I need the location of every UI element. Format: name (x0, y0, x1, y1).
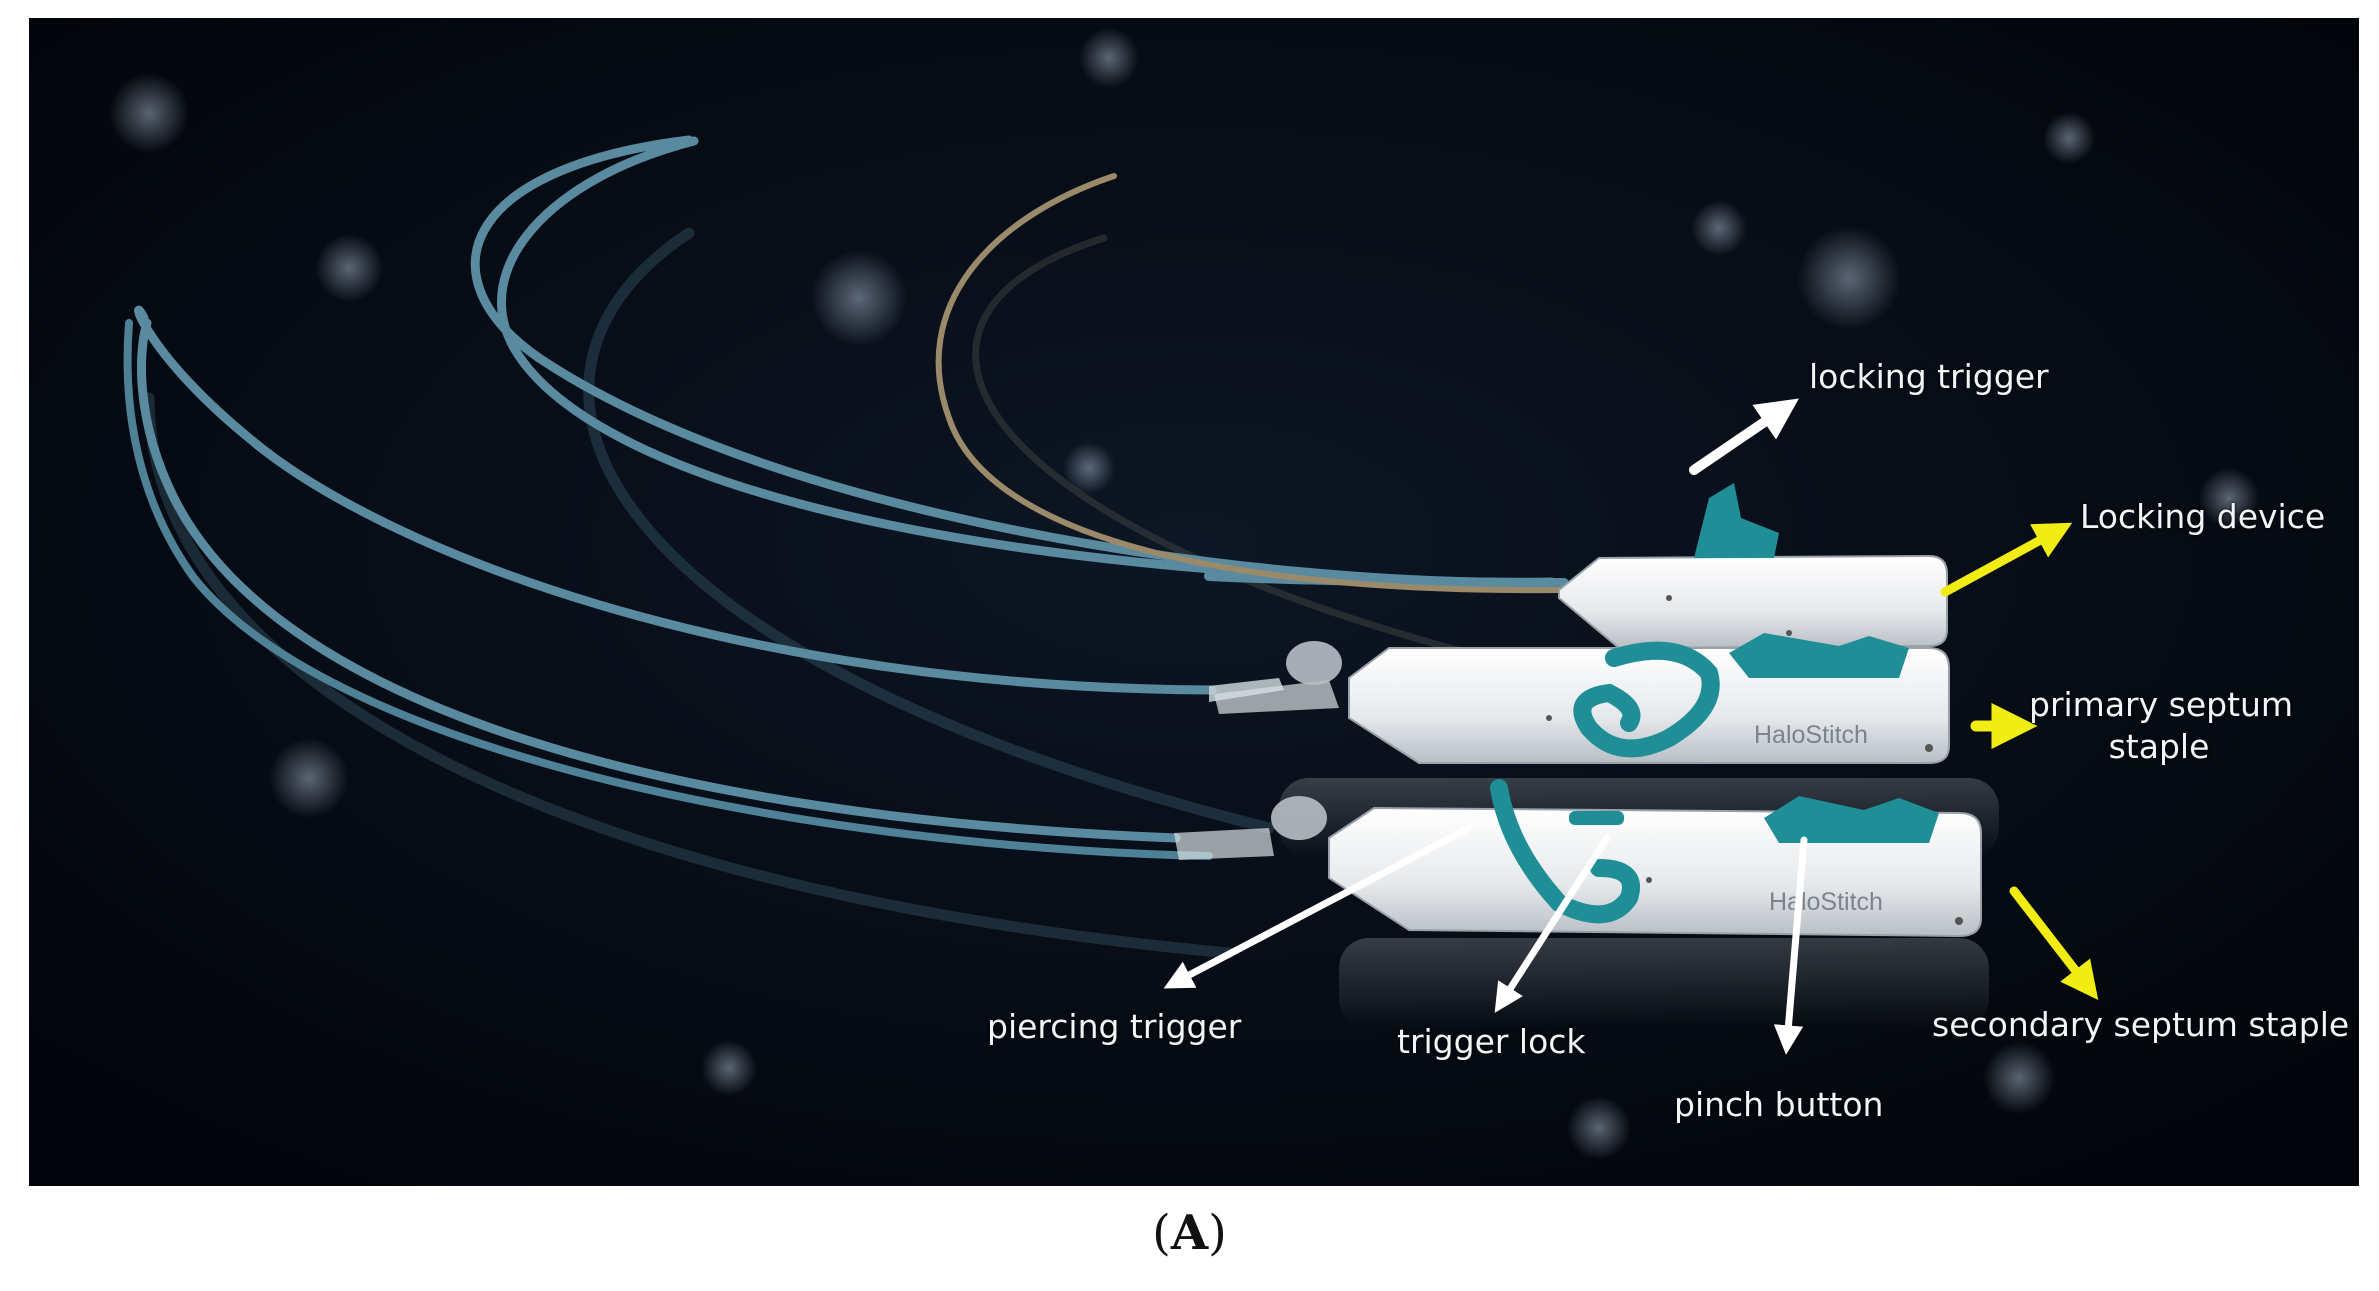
secondary-pinch-button (1764, 796, 1939, 843)
arrow-locking-trigger (1689, 398, 1799, 475)
device-illustration: HaloStitch HaloStitch (29, 18, 2359, 1186)
locking-trigger-part (1694, 483, 1779, 558)
device-figure: HaloStitch HaloStitch locking tr (29, 18, 2359, 1186)
label-primary-septum-staple: primary septum staple (2029, 684, 2294, 768)
panel-label-open: ( (1152, 1205, 1171, 1261)
panel-label-letter: A (1170, 1205, 1209, 1261)
label-secondary-septum-staple: secondary septum staple (1932, 1005, 2350, 1044)
arrow-piercing-trigger (1163, 824, 1473, 989)
locking-device-wire (935, 173, 1562, 594)
panel-label: (A) (0, 1205, 2379, 1261)
panel-label-close: ) (1208, 1205, 1227, 1261)
label-pinch-button: pinch button (1674, 1085, 1884, 1124)
secondary-septum-staple-body: HaloStitch (1174, 779, 1982, 938)
primary-septum-staple-body: HaloStitch (1209, 633, 1950, 764)
label-locking-trigger: locking trigger (1809, 357, 2049, 396)
secondary-piercing-trigger (1490, 779, 1640, 924)
label-trigger-lock: trigger lock (1397, 1022, 1586, 1061)
label-locking-device: Locking device (2080, 497, 2326, 536)
locking-device-body (1558, 483, 1948, 650)
primary-pinch-button (1729, 633, 1909, 678)
arrow-pinch-button (1773, 836, 1808, 1055)
catheters (123, 135, 1569, 860)
primary-piercing-trigger (1573, 641, 1720, 758)
primary-brand-text: HaloStitch (1754, 721, 1868, 749)
background-bokeh (109, 28, 2259, 1160)
label-primary-line2: staple (2108, 727, 2210, 766)
lower-catheter (136, 318, 1181, 843)
primary-hub (1286, 641, 1342, 685)
secondary-brand-text: HaloStitch (1769, 888, 1883, 916)
label-primary-line1: primary septum (2029, 685, 2294, 724)
arrow-trigger-lock (1494, 834, 1611, 1013)
arrow-secondary-staple (2009, 886, 2099, 1000)
arrow-locking-device (1940, 522, 2073, 597)
secondary-catheter-lower (123, 319, 1213, 860)
secondary-trigger-lock-part (1569, 811, 1624, 825)
catheter-reflections (143, 227, 1573, 959)
callout-arrows (1163, 398, 2099, 1055)
secondary-hub (1271, 796, 1327, 840)
label-piercing-trigger: piercing trigger (987, 1007, 1242, 1046)
